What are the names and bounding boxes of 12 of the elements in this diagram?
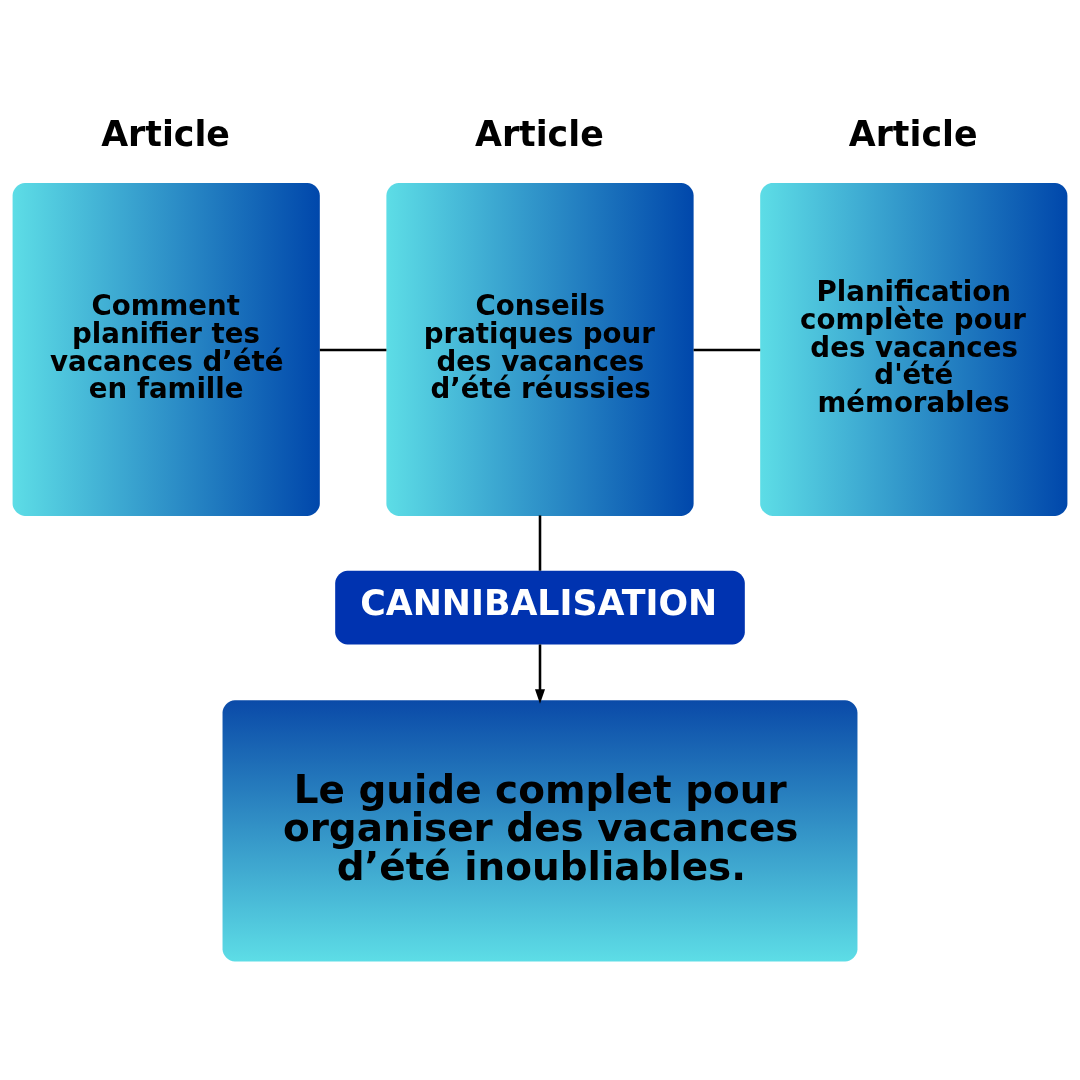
node-box: Planification complète pour des vacances d'été mémorables [760, 183, 1068, 516]
node-label: Article [848, 114, 978, 155]
node-box: Le guide complet pour organiser des vacances d’été inoubliables. [222, 700, 858, 962]
node-label: Article [474, 114, 604, 155]
connector [538, 515, 542, 571]
node-label: Article [101, 114, 230, 155]
arrow [534, 644, 546, 704]
node-box: Conseils pratiques pour des vacances d’été réussies [386, 183, 694, 516]
node-box: CANNIBALISATION [335, 570, 745, 645]
connector [319, 348, 387, 352]
node-box: Comment planifier tes vacances d’été en famille [12, 183, 320, 516]
connector [693, 348, 761, 352]
